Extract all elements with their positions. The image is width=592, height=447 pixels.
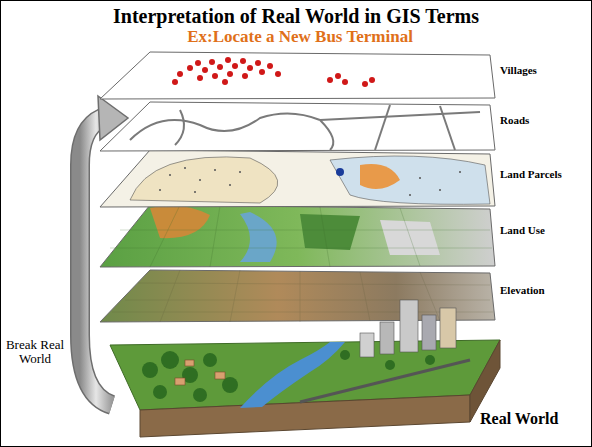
layer-label: Elevation — [498, 284, 547, 296]
layer-label: Land Use — [498, 224, 547, 236]
arrow-label: Break Real World — [3, 338, 67, 367]
layer-label: Villages — [498, 64, 539, 76]
layer-label: Real World — [478, 410, 560, 428]
layer-label: Roads — [498, 114, 531, 126]
subtitle: Ex:Locate a New Bus Terminal — [4, 28, 592, 47]
diagram-title: Interpretation of Real World in GIS Term… — [0, 5, 592, 27]
layer-label: Land Parcels — [498, 168, 564, 180]
